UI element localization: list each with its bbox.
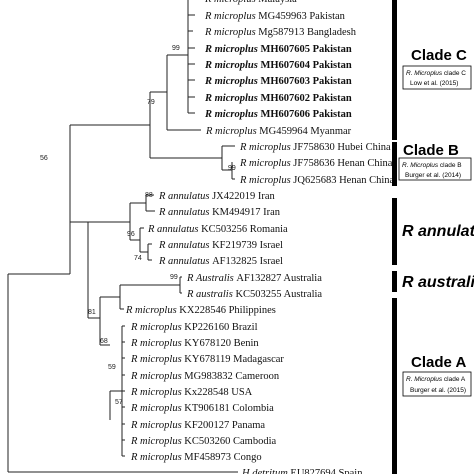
clade-b-note: R. Microplus clade B xyxy=(402,162,462,169)
annulatus-bar xyxy=(392,198,397,265)
bootstrap-value: 79 xyxy=(147,99,155,106)
clade-a-note: R. Microplus clade A xyxy=(406,376,466,383)
taxon-label: R microplus MH607605 Pakistan xyxy=(204,44,352,55)
taxon-label: R microplus KX228546 Philippines xyxy=(125,305,276,316)
taxon-label: R microplus MH607604 Pakistan xyxy=(204,60,352,71)
clade-b-note-box xyxy=(398,157,472,181)
clade-c-note-box xyxy=(402,65,472,90)
bootstrap-value: 57 xyxy=(115,399,123,406)
taxon-label: R microplus JF758636 Henan China xyxy=(239,158,393,169)
clade-b-reference: Burger et al. (2014) xyxy=(405,172,461,179)
taxon-label: R microplus MH607606 Pakistan xyxy=(204,109,352,120)
bootstrap-value: 99 xyxy=(228,165,236,172)
taxon-label: R Australis AF132827 Australia xyxy=(186,273,322,284)
taxon-label: R microplus JF758630 Hubei China xyxy=(239,142,391,153)
taxon-label: R microplus MH607602 Pakistan xyxy=(204,93,352,104)
taxon-label: R microplus KF200127 Panama xyxy=(130,420,265,431)
clade-b-title: Clade B xyxy=(403,142,459,159)
taxon-label: R microplus JQ625683 Henan China xyxy=(239,175,395,186)
clade-a-title: Clade A xyxy=(411,354,466,371)
taxon-label: R annulatus JX422019 Iran xyxy=(158,191,276,202)
tree-branches xyxy=(7,0,238,473)
bootstrap-values: 99 79 99 56 88 96 74 99 81 68 59 57 xyxy=(40,45,236,406)
bootstrap-value: 96 xyxy=(127,231,135,238)
taxon-label: R annulatus KM494917 Iran xyxy=(158,207,281,218)
taxon-label: R annulatus KC503256 Romania xyxy=(147,224,288,235)
taxon-label: R microplus MG983832 Cameroon xyxy=(130,371,280,382)
clade-c-reference: Low et al. (2015) xyxy=(410,80,458,87)
clade-b-bar xyxy=(392,142,397,186)
bootstrap-value: 68 xyxy=(100,338,108,345)
taxon-label: R microplus Mg587913 Bangladesh xyxy=(204,27,357,38)
taxon-label: R australis KC503255 Australia xyxy=(186,289,322,300)
taxon-label: R microplus KC503260 Cambodia xyxy=(130,436,276,447)
clade-a-bar xyxy=(392,298,397,474)
bootstrap-value: 59 xyxy=(108,364,116,371)
clade-c-bar xyxy=(392,0,397,140)
australis-title: R australis xyxy=(402,274,474,291)
clade-c-title: Clade C xyxy=(411,47,467,64)
taxon-label: R microplus Malaysia xyxy=(204,0,297,5)
bootstrap-value: 88 xyxy=(145,192,153,199)
bootstrap-value: 99 xyxy=(172,45,180,52)
taxon-label: R microplus MF458973 Congo xyxy=(130,452,262,463)
taxon-label: R microplus Kx228548 USA xyxy=(130,387,253,398)
bootstrap-value: 56 xyxy=(40,155,48,162)
taxon-labels: R microplus Malaysia R microplus MG459963… xyxy=(125,0,395,474)
taxon-label: H detritum EU827694 Spain xyxy=(241,468,363,474)
taxon-label: R microplus KT906181 Colombia xyxy=(130,403,274,414)
bootstrap-value: 99 xyxy=(170,274,178,281)
taxon-label: R microplus KP226160 Brazil xyxy=(130,322,258,333)
taxon-label: R microplus KY678119 Madagascar xyxy=(130,354,284,365)
clade-c-note: R. Microplus clade C xyxy=(406,70,466,77)
taxon-label: R annulatus AF132825 Israel xyxy=(158,256,283,267)
bootstrap-value: 81 xyxy=(88,309,96,316)
australis-bar xyxy=(392,271,397,292)
taxon-label: R microplus KY678120 Benin xyxy=(130,338,259,349)
clade-a-reference: Burger et al. (2015) xyxy=(410,387,466,394)
taxon-label: R microplus MG459963 Pakistan xyxy=(204,11,346,22)
taxon-label: R microplus MH607603 Pakistan xyxy=(204,76,352,87)
annulatus-title: R annulatus xyxy=(402,223,474,240)
taxon-label: R annulatus KF219739 Israel xyxy=(158,240,283,251)
clade-a-note-box xyxy=(402,371,472,397)
taxon-label: R microplus MG459964 Myanmar xyxy=(205,126,352,137)
bootstrap-value: 74 xyxy=(134,255,142,262)
